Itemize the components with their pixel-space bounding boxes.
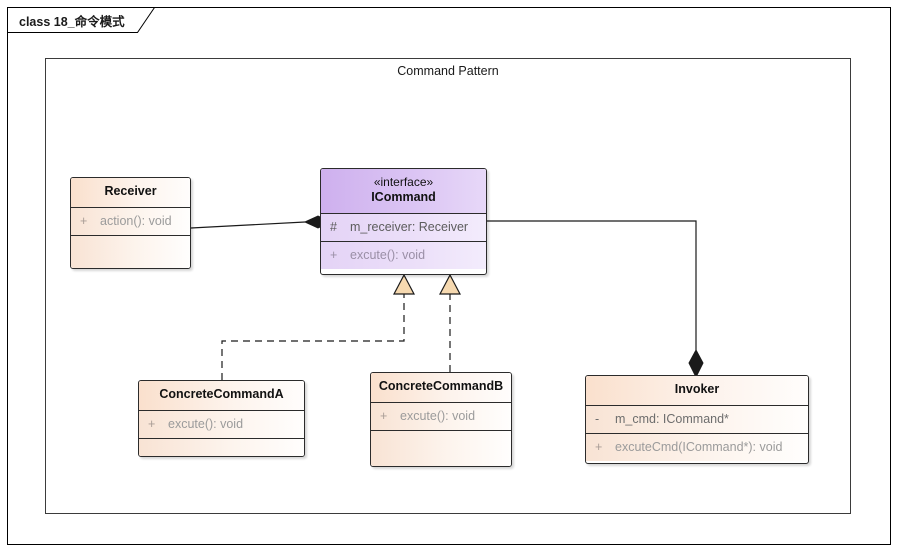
attribute-row: # m_receiver: Receiver <box>321 213 486 242</box>
operation-label: excute(): void <box>400 408 476 423</box>
class-box-concrete-command-b[interactable]: ConcreteCommandB + excute(): void <box>370 372 512 467</box>
empty-compartment <box>71 235 190 268</box>
attribute-label: m_cmd: ICommand* <box>615 411 729 426</box>
window-border <box>7 7 891 545</box>
visibility-marker: # <box>330 219 337 234</box>
class-name-concrete-command-a: ConcreteCommandA <box>139 381 304 411</box>
operation-label: action(): void <box>100 213 172 228</box>
operation-row: + excuteCmd(ICommand*): void <box>586 433 808 461</box>
visibility-marker: + <box>80 213 88 228</box>
class-box-icommand[interactable]: «interface» ICommand # m_receiver: Receiv… <box>320 168 487 275</box>
operation-row: + excute(): void <box>371 402 511 431</box>
class-box-concrete-command-a[interactable]: ConcreteCommandA + excute(): void <box>138 380 305 457</box>
diagram-name-label: class 18_命令模式 <box>19 15 125 29</box>
visibility-marker: + <box>148 416 156 431</box>
empty-compartment <box>139 438 304 456</box>
class-name-icommand: «interface» ICommand <box>321 169 486 214</box>
attribute-label: m_receiver: Receiver <box>350 219 469 234</box>
empty-compartment <box>371 430 511 466</box>
visibility-marker: + <box>380 408 388 423</box>
operation-row: + action(): void <box>71 207 190 236</box>
operation-label: excute(): void <box>350 247 426 262</box>
visibility-marker: + <box>595 439 603 454</box>
operation-row: + excute(): void <box>139 410 304 439</box>
class-name-invoker: Invoker <box>586 376 808 406</box>
operation-label: excuteCmd(ICommand*): void <box>615 439 783 454</box>
attribute-row: -m_cmd: ICommand* <box>586 405 808 434</box>
class-box-receiver[interactable]: Receiver + action(): void <box>70 177 191 269</box>
stereotype-label: «interface» <box>373 175 434 189</box>
class-name-receiver: Receiver <box>71 178 190 208</box>
class-name-concrete-command-b: ConcreteCommandB <box>371 373 511 403</box>
visibility-marker: - <box>595 411 600 426</box>
interface-name-label: ICommand <box>371 190 436 204</box>
frame-title: Command Pattern <box>397 64 499 78</box>
visibility-marker: + <box>330 247 338 262</box>
class-box-invoker[interactable]: Invoker -m_cmd: ICommand* + excuteCmd(ICo… <box>585 375 809 464</box>
operation-row: + excute(): void <box>321 241 486 269</box>
name-tab-shape <box>7 7 156 33</box>
operation-label: excute(): void <box>168 416 244 431</box>
